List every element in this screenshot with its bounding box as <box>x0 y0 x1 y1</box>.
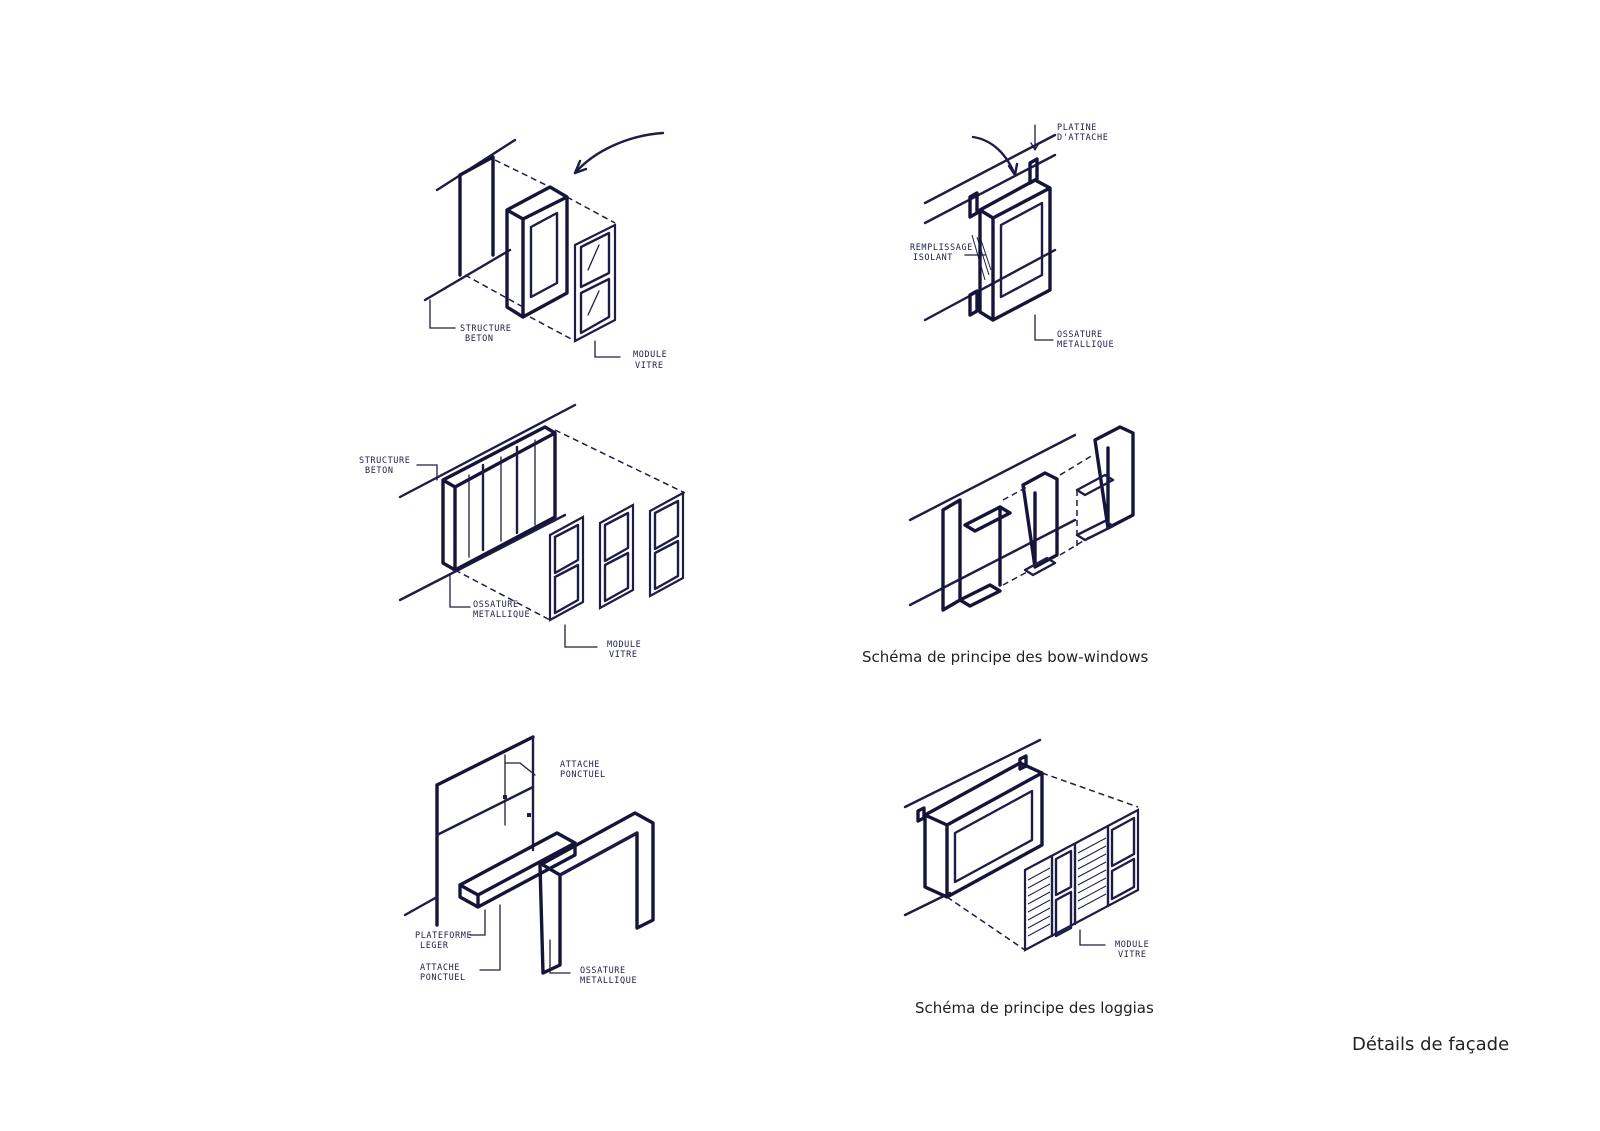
label-structure-line2: BETON <box>465 334 494 344</box>
sketch-glazed-module: STRUCTURE BETON MODULE VITRE <box>415 95 705 380</box>
label-module-line2: VITRE <box>609 650 638 660</box>
label-ossature-line1: OSSATURE <box>1057 330 1103 340</box>
bow-window-attachment-drawing: PLATINE D'ATTACHE REMPLISSAGE ISOLANT OS… <box>910 123 1114 350</box>
shutter-slats <box>1027 837 1107 937</box>
page-title: Détails de façade <box>1352 1034 1510 1055</box>
caption-bow-windows: Schéma de principe des bow-windows <box>862 648 1149 666</box>
label-attache2-line1: ATTACHE <box>420 963 460 973</box>
label-module-line1: MODULE <box>1115 940 1149 950</box>
label-attache-line2: PONCTUEL <box>560 770 606 780</box>
label-ossature-line1: OSSATURE <box>473 600 519 610</box>
label-plateforme-line1: PLATEFORME <box>415 931 472 941</box>
sketch-bow-window-attachment: PLATINE D'ATTACHE REMPLISSAGE ISOLANT OS… <box>905 115 1150 380</box>
label-remplissage-line1: REMPLISSAGE <box>910 243 973 253</box>
label-module-line2: VITRE <box>1118 950 1147 960</box>
triple-module-drawing: STRUCTURE BETON OSSATURE METALLIQUE MODU… <box>359 403 686 660</box>
label-platine-line2: D'ATTACHE <box>1057 133 1108 143</box>
attach-point-2 <box>527 813 531 817</box>
label-structure-line1: STRUCTURE <box>359 456 410 466</box>
label-ossature-line2: METALLIQUE <box>473 610 530 620</box>
label-structure-line1: STRUCTURE <box>460 324 511 334</box>
label-module-line1: MODULE <box>607 640 641 650</box>
label-module-line2: VITRE <box>635 361 664 371</box>
caption-loggias: Schéma de principe des loggias <box>915 999 1154 1017</box>
label-remplissage-line2: ISOLANT <box>913 253 953 263</box>
label-attache2-line2: PONCTUEL <box>420 973 466 983</box>
loggia-shutters-drawing: MODULE VITRE <box>903 738 1149 960</box>
label-ossature-line2: METALLIQUE <box>580 976 637 986</box>
label-structure-line2: BETON <box>365 466 394 476</box>
sketch-bow-window-frames <box>905 405 1170 625</box>
glazed-module-drawing: STRUCTURE BETON MODULE VITRE <box>423 131 667 371</box>
label-ossature-line1: OSSATURE <box>580 966 626 976</box>
label-ossature-line2: METALLIQUE <box>1057 340 1114 350</box>
label-platine-line1: PLATINE <box>1057 123 1097 133</box>
sketch-loggia-shutters: MODULE VITRE <box>880 715 1180 990</box>
loggia-frame-drawing: ATTACHE PONCTUEL PLATEFORME LEGER ATTACH… <box>403 735 655 986</box>
sketch-loggia-frame: ATTACHE PONCTUEL PLATEFORME LEGER ATTACH… <box>365 725 710 1010</box>
bow-window-frames-drawing <box>908 425 1135 612</box>
label-attache-line1: ATTACHE <box>560 760 600 770</box>
label-plateforme-line2: LEGER <box>420 941 449 951</box>
sketch-triple-module: STRUCTURE BETON OSSATURE METALLIQUE MODU… <box>355 385 735 680</box>
label-module-line1: MODULE <box>633 350 667 360</box>
